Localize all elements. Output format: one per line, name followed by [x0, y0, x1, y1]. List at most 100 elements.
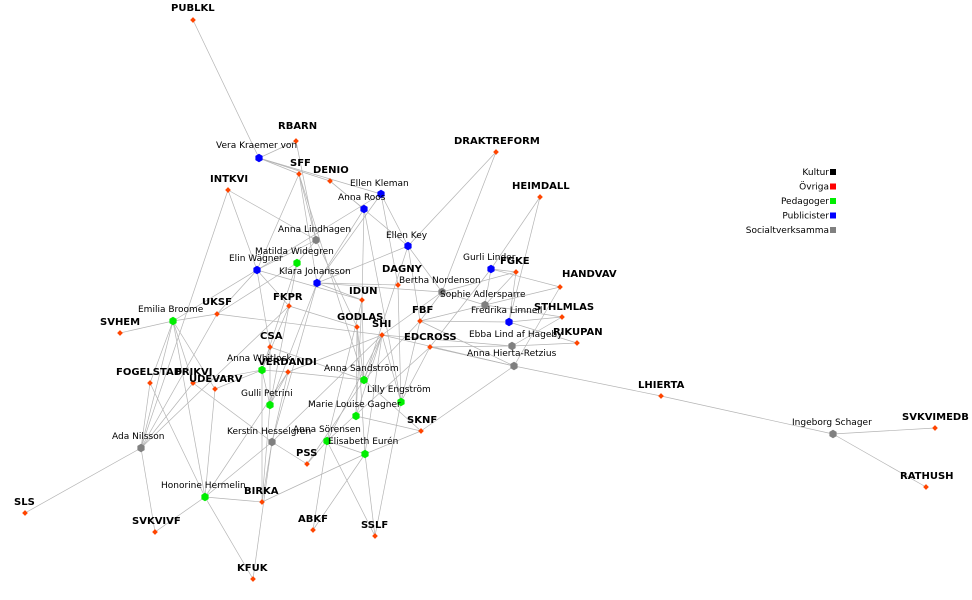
org-label: ABKF: [298, 514, 328, 525]
person-node-kerstin-hesselgren[interactable]: Kerstin Hesselgren: [227, 427, 311, 447]
org-node-udevarv[interactable]: UDEVARV: [189, 374, 243, 392]
person-node-bertha-nordenson[interactable]: Bertha Nordenson: [399, 276, 481, 297]
org-node-publkl[interactable]: PUBLKL: [171, 3, 215, 23]
org-node-svhem[interactable]: SVHEM: [100, 317, 140, 336]
person-marker: [268, 437, 276, 447]
person-node-lilly-engstrom[interactable]: Lilly Engström: [367, 385, 431, 407]
org-node-kfuk[interactable]: KFUK: [237, 563, 269, 582]
person-label: Anna Whitlock: [227, 354, 293, 364]
org-node-birka[interactable]: BIRKA: [244, 486, 279, 505]
edge-kerstin-hesselgren-shi: [271, 334, 383, 443]
org-node-handvav[interactable]: HANDVAV: [557, 269, 617, 290]
org-marker: [296, 171, 302, 177]
person-node-anna-sorensen[interactable]: Anna Sörensen: [293, 425, 361, 446]
org-marker: [359, 297, 365, 303]
person-node-ingeborg-schager[interactable]: Ingeborg Schager: [792, 418, 872, 439]
person-node-gulli-petrini[interactable]: Gulli Petrini: [241, 389, 293, 410]
person-node-elisabeth-euren[interactable]: Elisabeth Eurén: [328, 436, 398, 459]
org-node-fkpr[interactable]: FKPR: [273, 292, 303, 309]
org-node-sslf[interactable]: SSLF: [361, 520, 388, 539]
org-node-godlas[interactable]: GODLAS: [337, 312, 383, 330]
person-node-anna-lindhagen[interactable]: Anna Lindhagen: [278, 225, 351, 245]
org-node-sknf[interactable]: SKNF: [407, 415, 437, 434]
org-node-sthlmlas[interactable]: STHLMLAS: [534, 302, 594, 320]
legend-item-ovriga: Övriga: [799, 182, 836, 193]
person-node-vera-kraemer-von[interactable]: Vera Kraemer von: [216, 141, 297, 163]
edge-gurli-linder-sophie-adlersparre: [484, 268, 492, 306]
person-node-anna-roos[interactable]: Anna Roos: [338, 193, 386, 214]
person-marker: [829, 429, 837, 439]
org-node-svkvivf[interactable]: SVKVIVF: [132, 516, 181, 535]
org-marker: [537, 194, 543, 200]
person-marker: [169, 316, 177, 326]
legend: KulturÖvrigaPedagogerPublicisterSocialtv…: [746, 168, 836, 236]
edge-lilly-engstrom-dagny: [397, 284, 402, 403]
person-marker: [266, 400, 274, 410]
org-node-intkvi[interactable]: INTKVI: [210, 174, 248, 193]
org-node-fogelstad[interactable]: FOGELSTAD: [116, 367, 182, 386]
org-node-fgke[interactable]: FGKE: [500, 256, 530, 275]
person-node-ebba-lind-af-hageby[interactable]: Ebba Lind af Hageby: [469, 330, 563, 351]
edge-anna-sorensen-pss: [306, 440, 328, 465]
person-label: Gurli Linder: [463, 253, 516, 263]
edge-ingeborg-schager-rathush: [832, 433, 927, 488]
person-node-anna-whitlock[interactable]: Anna Whitlock: [227, 354, 293, 375]
org-label: RBARN: [278, 121, 317, 132]
org-node-heimdall[interactable]: HEIMDALL: [512, 181, 570, 200]
person-node-ada-nilsson[interactable]: Ada Nilsson: [112, 432, 164, 453]
edge-gurli-linder-handvav: [490, 268, 561, 288]
edge-fredrika-limnell-fgke: [508, 271, 517, 323]
org-node-svkvimedb[interactable]: SVKVIMEDB: [902, 412, 969, 431]
person-node-ellen-kleman[interactable]: Ellen Kleman: [350, 179, 409, 199]
org-node-denio[interactable]: DENIO: [313, 165, 349, 184]
person-node-matilda-widegren[interactable]: Matilda Widegren: [255, 247, 334, 268]
person-node-anna-hierta-retzius[interactable]: Anna Hierta-Retzius: [467, 349, 557, 371]
person-node-honorine-hermelin[interactable]: Honorine Hermelin: [161, 481, 246, 502]
org-marker: [658, 393, 664, 399]
person-label: Lilly Engström: [367, 385, 431, 395]
person-node-sophie-adlersparre[interactable]: Sophie Adlersparre: [440, 290, 526, 310]
org-node-idun[interactable]: IDUN: [349, 286, 378, 303]
org-node-uksf[interactable]: UKSF: [202, 297, 232, 317]
person-label: Anna Roos: [338, 193, 386, 203]
org-node-dagny[interactable]: DAGNY: [382, 264, 423, 288]
org-node-fbf[interactable]: FBF: [412, 305, 433, 324]
edge-fredrika-limnell-fbf: [419, 320, 510, 323]
person-node-anna-sandstrom[interactable]: Anna Sandström: [324, 364, 399, 385]
org-node-rathush[interactable]: RATHUSH: [900, 471, 954, 490]
edge-ellen-key-klara-johansson: [316, 245, 409, 284]
org-node-rikupan[interactable]: RIKUPAN: [553, 327, 603, 346]
org-label: FRIKVI: [175, 367, 212, 378]
person-label: Elisabeth Eurén: [328, 436, 398, 447]
person-label: Ingeborg Schager: [792, 418, 872, 428]
legend-label: Övriga: [799, 182, 829, 193]
org-marker: [190, 17, 196, 23]
org-label: STHLMLAS: [534, 302, 594, 313]
org-label: EDCROSS: [404, 332, 457, 343]
org-node-shi[interactable]: SHI: [372, 319, 391, 338]
org-node-frikvi[interactable]: FRIKVI: [175, 367, 212, 386]
org-node-abkf[interactable]: ABKF: [298, 514, 328, 533]
person-node-fredrika-limnell[interactable]: Fredrika Limnell: [471, 306, 542, 327]
person-label: Anna Hierta-Retzius: [467, 349, 557, 359]
org-node-edcross[interactable]: EDCROSS: [404, 332, 457, 350]
edge-honorine-hermelin-svkvivf: [154, 496, 206, 533]
person-node-ellen-key[interactable]: Ellen Key: [386, 231, 428, 251]
org-node-pss[interactable]: PSS: [296, 448, 317, 467]
person-node-marie-louise-gagner[interactable]: Marie Louise Gagner: [308, 400, 401, 421]
edge-anna-whitlock-verdandi: [261, 369, 289, 373]
edge-kerstin-hesselgren-kfuk: [252, 441, 273, 580]
org-node-draktreform[interactable]: DRAKTREFORM: [454, 136, 540, 155]
org-node-rbarn[interactable]: RBARN: [278, 121, 317, 144]
org-node-sls[interactable]: SLS: [14, 497, 35, 516]
edge-marie-louise-gagner-sknf: [355, 415, 422, 432]
person-node-gurli-linder[interactable]: Gurli Linder: [463, 253, 516, 274]
org-label: INTKVI: [210, 174, 248, 185]
org-node-csa[interactable]: CSA: [260, 331, 283, 350]
org-node-verdandi[interactable]: VERDANDI: [258, 357, 317, 375]
person-node-elin-wagner[interactable]: Elin Wägner: [229, 254, 283, 275]
person-node-klara-johansson[interactable]: Klara Johansson: [279, 267, 351, 288]
org-node-sff[interactable]: SFF: [290, 158, 311, 177]
person-node-emilia-broome[interactable]: Emilia Broome: [138, 305, 204, 326]
org-node-lhierta[interactable]: LHIERTA: [638, 380, 685, 399]
